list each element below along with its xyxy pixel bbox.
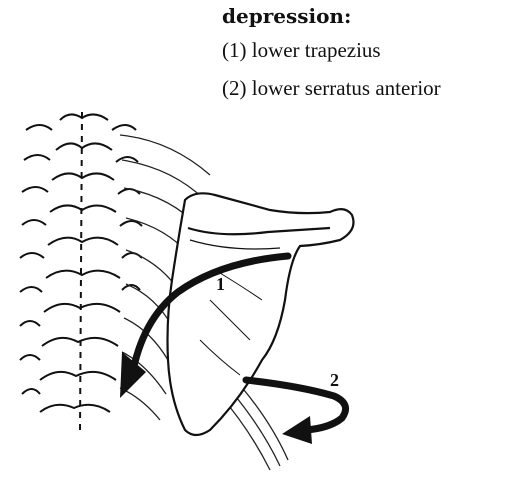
arrow-label-1: 1 [216, 274, 225, 294]
arrow-lower-serratus-anterior: 2 [246, 370, 346, 444]
arrow-label-2: 2 [330, 370, 339, 390]
scapula [168, 193, 354, 435]
